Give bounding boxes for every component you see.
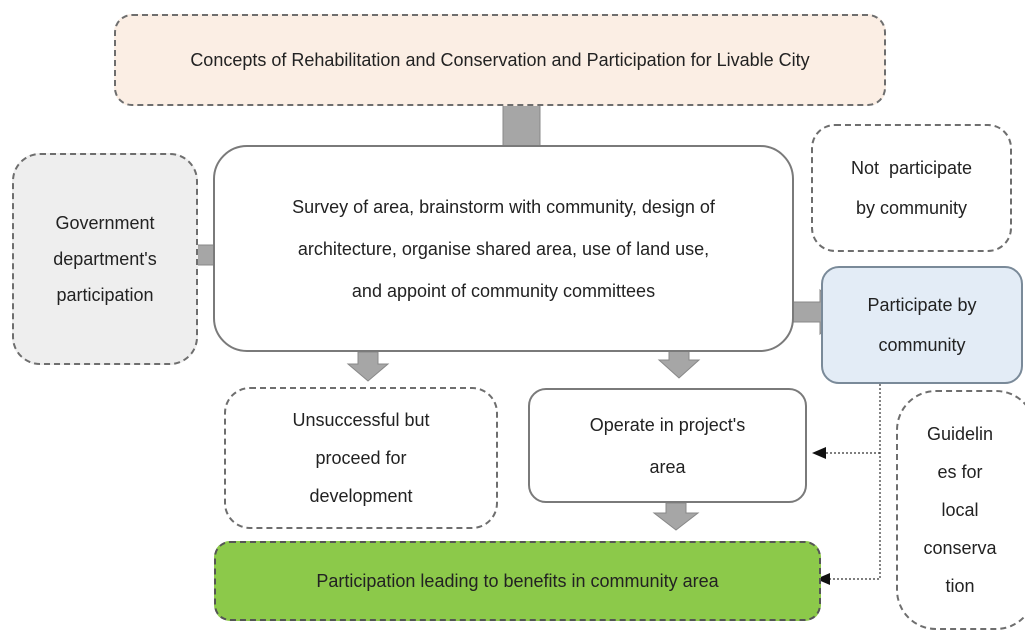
survey-line-3: and appoint of community committees [351, 280, 656, 301]
unsuccessful-line-2: proceed for [315, 448, 407, 468]
operate-project-area-box: Operate in project's area [528, 388, 807, 503]
participate-line-2: community [878, 335, 966, 355]
not-participate-box: Not participate by community [811, 124, 1012, 252]
arrow-main-to-unsuccessful [346, 351, 390, 382]
government-line-2: department's [53, 249, 157, 269]
participate-line-1: Participate by [867, 295, 977, 315]
survey-line-1: Survey of area, brainstorm with communit… [292, 196, 715, 217]
operate-line-2: area [649, 456, 686, 477]
unsuccessful-line-1: Unsuccessful but [292, 410, 430, 430]
government-line-1: Government [55, 213, 155, 233]
dotted-link-participate [828, 384, 881, 580]
arrow-operate-to-benefit [652, 502, 700, 531]
guidelines-line-1: Guidelin [926, 424, 994, 444]
guidelines-line-5: tion [945, 576, 975, 596]
government-line-3: participation [56, 285, 154, 305]
benefit-text: Participation leading to benefits in com… [316, 571, 719, 591]
concepts-box: Concepts of Rehabilitation and Conservat… [114, 14, 886, 106]
arrowhead-to-benefit [816, 573, 830, 585]
guidelines-box: Guidelin es for local conserva tion [896, 390, 1025, 630]
survey-process-box: Survey of area, brainstorm with communit… [213, 145, 794, 352]
survey-line-2: architecture, organise shared area, use … [297, 238, 710, 259]
arrowhead-to-operate [812, 447, 826, 459]
government-participation-box: Government department's participation [12, 153, 198, 365]
participate-by-community-box: Participate by community [821, 266, 1023, 384]
guidelines-line-3: local [941, 500, 979, 520]
guidelines-line-2: es for [937, 462, 983, 482]
operate-line-1: Operate in project's [589, 414, 746, 435]
unsuccessful-line-3: development [309, 486, 413, 506]
unsuccessful-box: Unsuccessful but proceed for development [224, 387, 498, 529]
not-participate-line-2: by community [855, 198, 968, 218]
guidelines-line-4: conserva [923, 538, 997, 558]
not-participate-line-1: Not participate [850, 158, 973, 178]
concepts-text: Concepts of Rehabilitation and Conservat… [190, 50, 810, 70]
benefits-outcome-box: Participation leading to benefits in com… [214, 541, 821, 621]
